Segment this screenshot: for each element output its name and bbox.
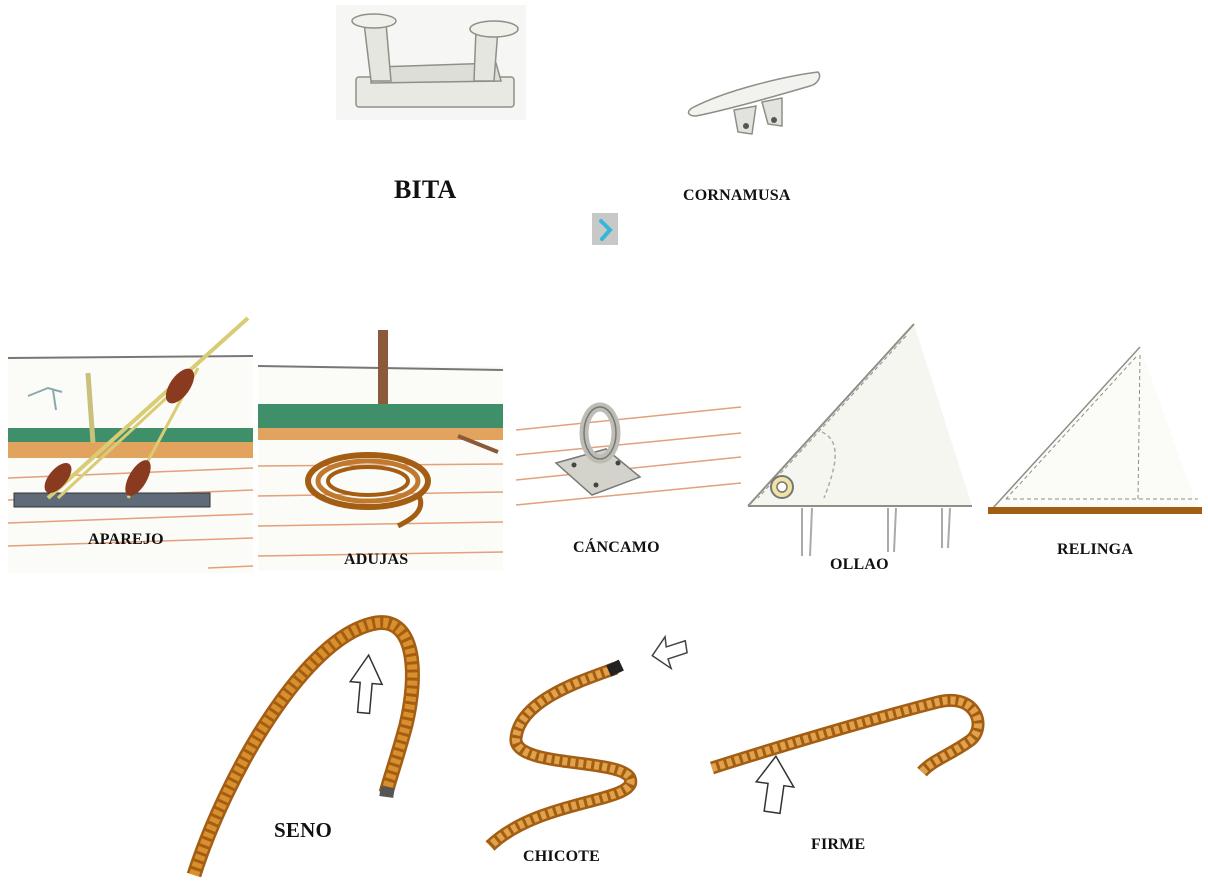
seno-label: SENO: [274, 818, 332, 843]
bita-illustration: [336, 5, 526, 120]
chicote-illustration: [480, 628, 695, 858]
firme-illustration: [708, 680, 993, 820]
nav-arrow-icon[interactable]: [592, 213, 618, 245]
adujas-label: ADUJAS: [344, 551, 408, 569]
aparejo-label: APAREJO: [88, 531, 164, 549]
ollao-label: OLLAO: [830, 556, 889, 574]
cancamo-illustration: [516, 395, 746, 535]
bita-label: BITA: [394, 175, 456, 205]
relinga-illustration: [988, 345, 1203, 520]
chicote-label: CHICOTE: [523, 848, 600, 866]
cornamusa-illustration: [686, 62, 826, 152]
firme-label: FIRME: [811, 836, 865, 854]
ollao-illustration: [744, 322, 979, 557]
relinga-label: RELINGA: [1057, 541, 1133, 559]
cornamusa-label: CORNAMUSA: [683, 187, 791, 205]
adujas-illustration: [258, 326, 503, 571]
cancamo-label: CÁNCAMO: [573, 539, 660, 557]
